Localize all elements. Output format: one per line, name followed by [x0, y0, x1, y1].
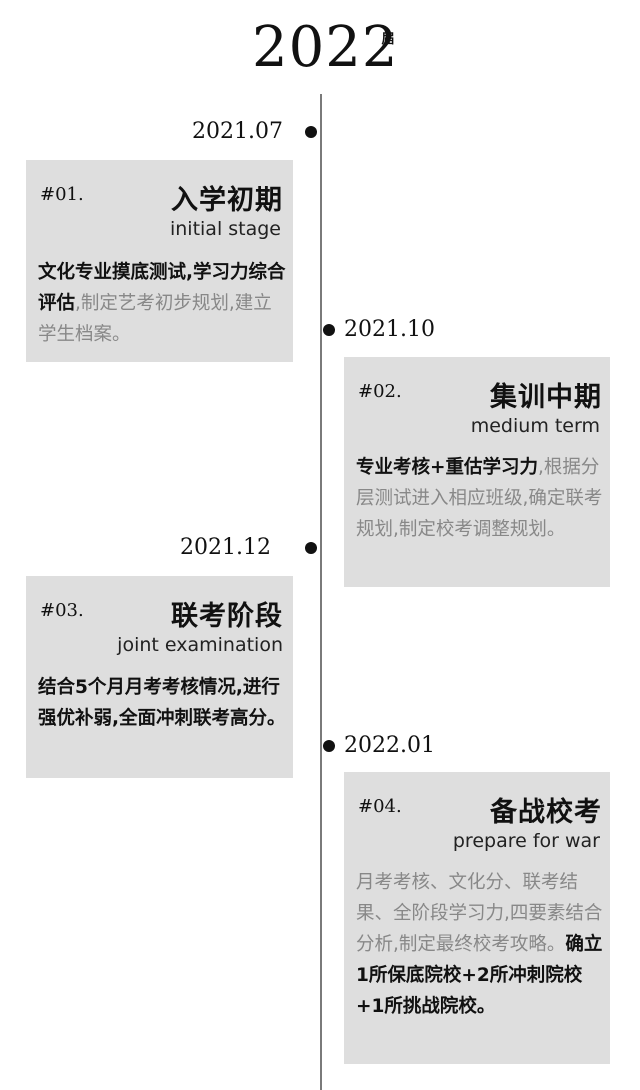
stage-4-dot: [323, 740, 335, 752]
stage-4-subtitle: prepare for war: [452, 830, 600, 852]
stage-3-body: 结合5个月月考考核情况,进行强优补弱,全面冲刺联考高分。: [38, 672, 288, 734]
stage-2-body-rest: ,根据分层测试进入相应班级,确定联考规划,制定校考调整规划。: [356, 457, 603, 540]
stage-3-title: 联考阶段: [171, 601, 283, 632]
stage-2-card: #02. 集训中期 medium term 专业考核+重估学习力,根据分层测试进…: [344, 357, 610, 587]
stage-1-dot: [305, 126, 317, 138]
stage-3-subtitle: joint examination: [117, 634, 283, 656]
stage-1-number: #01.: [40, 184, 84, 205]
stage-3-body-bold: 结合5个月月考考核情况,进行强优补弱,全面冲刺联考高分。: [38, 677, 286, 729]
stage-1-card: #01. 入学初期 initial stage 文化专业摸底测试,学习力综合评估…: [26, 160, 293, 362]
stage-2-subtitle: medium term: [470, 415, 600, 437]
stage-4-body-bold: 确立1所保底院校+2所冲刺院校+1所挑战院校。: [356, 934, 603, 1017]
stage-1-body-bold: 文化专业摸底测试,学习力综合评估: [38, 262, 286, 314]
stage-3-dot: [305, 542, 317, 554]
stage-2-number: #02.: [358, 381, 402, 402]
stage-2-body: 专业考核+重估学习力,根据分层测试进入相应班级,确定联考规划,制定校考调整规划。: [356, 452, 604, 545]
stage-2-dot: [323, 324, 335, 336]
stage-4-number: #04.: [358, 796, 402, 817]
stage-1-body: 文化专业摸底测试,学习力综合评估,制定艺考初步规划,建立学生档案。: [38, 257, 286, 350]
stage-4-body: 月考考核、文化分、联考结果、全阶段学习力,四要素结合分析,制定最终校考攻略。确立…: [356, 867, 606, 1022]
class-badge: 届: [381, 32, 395, 47]
stage-1-body-rest: ,制定艺考初步规划,建立学生档案。: [38, 293, 272, 345]
stage-3-card: #03. 联考阶段 joint examination 结合5个月月考考核情况,…: [26, 576, 293, 778]
stage-1-date: 2021.07: [192, 119, 283, 144]
stage-4-title: 备战校考: [490, 797, 602, 828]
stage-2-title: 集训中期: [490, 382, 602, 413]
stage-1-title: 入学初期: [171, 185, 283, 216]
stage-4-date: 2022.01: [344, 733, 435, 758]
page-header: 2022 届: [0, 14, 640, 86]
timeline-axis: [320, 94, 322, 1090]
stage-3-date: 2021.12: [180, 535, 271, 560]
stage-3-number: #03.: [40, 600, 84, 621]
year-title: 2022: [252, 15, 399, 80]
stage-4-card: #04. 备战校考 prepare for war 月考考核、文化分、联考结果、…: [344, 772, 610, 1064]
stage-2-body-bold: 专业考核+重估学习力: [356, 457, 539, 478]
stage-4-body-rest: 月考考核、文化分、联考结果、全阶段学习力,四要素结合分析,制定最终校考攻略。: [356, 872, 603, 955]
stage-2-date: 2021.10: [344, 317, 435, 342]
stage-1-subtitle: initial stage: [169, 218, 281, 240]
